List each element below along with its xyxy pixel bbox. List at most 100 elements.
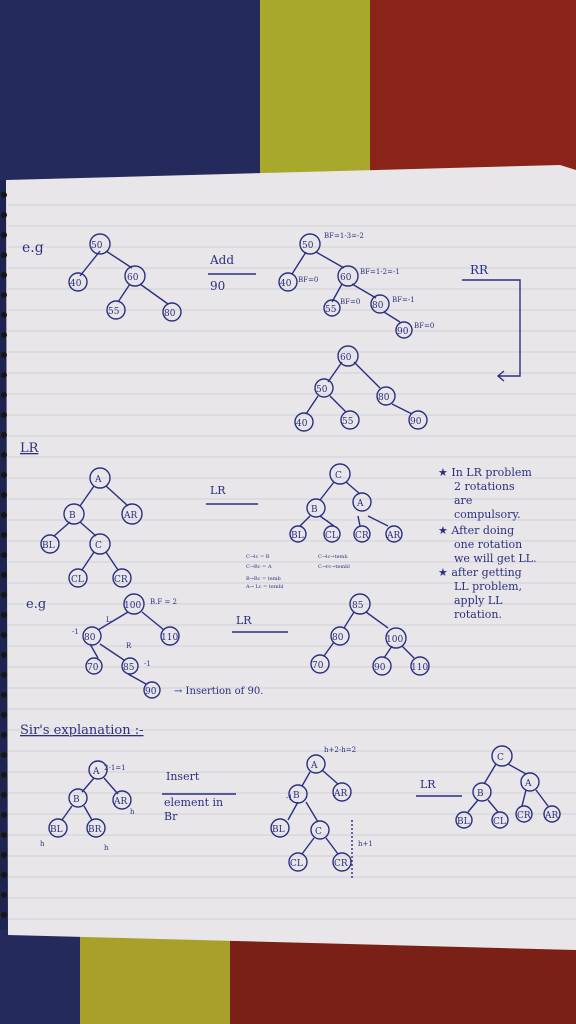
tree2-bf: h+2-h=2	[324, 746, 356, 754]
sirs-tree3: C B A BL CL CR AR	[455, 745, 561, 829]
h-label-2: h	[104, 844, 109, 852]
ex-node-85: 85	[123, 663, 135, 673]
rr-arrow	[462, 279, 521, 377]
s1-node-b: B	[73, 795, 80, 805]
lr-arrow2-label: LR	[236, 614, 252, 627]
tree-before-nodes: 50 40 60 55 80	[68, 233, 182, 322]
node-80: 80	[164, 309, 176, 319]
svg-text:element in: element in	[164, 796, 223, 809]
node-50b: 50	[302, 241, 314, 251]
node-90c: 90	[410, 417, 422, 427]
lr-node-c: C	[95, 541, 102, 551]
add-value: 90	[210, 279, 225, 293]
sirs-heading: Sir's explanation :-	[20, 723, 144, 738]
svg-text:C→Rc = A: C→Rc = A	[246, 564, 272, 570]
svg-text:C→lc→temb: C→lc→temb	[318, 554, 348, 560]
s2-node-c: C	[315, 827, 322, 837]
ex-label-r: R	[126, 642, 132, 650]
ex2-node-80: 80	[332, 633, 344, 643]
lr-example-after: 85 80 100 70 90 110	[310, 593, 430, 676]
node-90: 90	[397, 327, 409, 337]
s2-node-b: B	[293, 791, 300, 801]
s2-node-ar: AR	[333, 789, 347, 799]
insert-note: Insert element in Br	[164, 770, 223, 823]
node-55b: 55	[325, 305, 337, 315]
tree-rr-result-nodes: 60 50 80 40 55 90	[294, 345, 428, 432]
ex-bf-root: B.F = 2	[150, 598, 177, 606]
lr-generic-after: C B A BL CL CR AR	[289, 463, 403, 543]
svg-text:C→rc→tembl: C→rc→tembl	[318, 564, 350, 570]
svg-text:B→Rc = temb: B→Rc = temb	[246, 576, 281, 582]
lr-node-a: A	[94, 475, 102, 485]
svg-text:★ In LR problem: ★ In LR problem	[438, 466, 532, 479]
svg-text:Br: Br	[164, 810, 178, 823]
s2-node-a: A	[310, 761, 318, 771]
node-50: 50	[91, 241, 103, 251]
lr2-node-b: B	[311, 505, 318, 515]
eg-label-2: e.g	[26, 597, 46, 612]
ex-node-110: 110	[161, 633, 178, 643]
svg-text:★ after getting: ★ after getting	[438, 566, 522, 579]
svg-text:apply LL: apply LL	[454, 594, 503, 607]
ex-node-100: 100	[124, 601, 141, 611]
node-40: 40	[70, 279, 82, 289]
node-60b: 60	[340, 273, 352, 283]
ex-bf-85: -1	[144, 660, 151, 668]
node-80c: 80	[378, 393, 390, 403]
insertion-note: → Insertion of 90.	[174, 686, 263, 697]
lr-small-notes: C→lc = B C→Rc = A B→Rc = temb A→ Lc = te…	[245, 554, 350, 590]
node-40c: 40	[296, 419, 308, 429]
lr2-node-cr: CR	[355, 531, 369, 541]
lr2-node-c: C	[335, 471, 342, 481]
lr-node-ar: AR	[123, 511, 137, 521]
s2-node-bl: BL	[272, 825, 285, 835]
node-55: 55	[108, 307, 120, 317]
svg-text:2 rotations: 2 rotations	[454, 480, 515, 493]
ex2-node-85: 85	[352, 601, 364, 611]
s3-node-cl: CL	[493, 817, 506, 827]
eg-label-1: e.g	[22, 240, 44, 256]
bf-root: BF=1-3=-2	[324, 232, 364, 240]
sirs-lr-label: LR	[420, 778, 436, 791]
lr-node-bl: BL	[42, 541, 55, 551]
svg-text:★ After doing: ★ After doing	[438, 524, 514, 537]
s2-bf-b: -1	[286, 794, 293, 802]
ex2-node-70: 70	[312, 661, 324, 671]
svg-text:are: are	[454, 494, 472, 507]
ex2-node-100: 100	[386, 635, 403, 645]
svg-text:one rotation: one rotation	[454, 538, 522, 551]
svg-text:LL problem,: LL problem,	[454, 580, 522, 593]
lr-arrow-label: LR	[210, 484, 226, 497]
sirs-bf: 2-1=1	[104, 764, 126, 772]
svg-text:we will get LL.: we will get LL.	[454, 552, 536, 565]
node-80b: 80	[372, 301, 384, 311]
red-fabric-top	[370, 0, 576, 180]
s2-node-cr: CR	[334, 859, 348, 869]
s3-node-cr: CR	[517, 811, 531, 821]
ex-label-l: L	[106, 616, 111, 624]
bf-60: BF=1-2=-1	[360, 268, 400, 276]
h1-label: h+1	[358, 840, 373, 848]
node-40b: 40	[280, 279, 292, 289]
s1-node-bl: BL	[50, 825, 63, 835]
node-60: 60	[127, 273, 139, 283]
lr-star-notes: ★ In LR problem 2 rotations are compulso…	[438, 466, 536, 621]
svg-text:Insert: Insert	[166, 770, 200, 783]
lr-node-b: B	[69, 511, 76, 521]
node-55c: 55	[342, 417, 354, 427]
yellow-fabric-top	[260, 0, 370, 180]
ex-bf-80: -1	[72, 628, 79, 636]
s3-node-ar: AR	[544, 811, 558, 821]
lr-node-cl: CL	[71, 575, 84, 585]
bf-40: BF=0	[298, 276, 318, 284]
s3-node-a: A	[524, 779, 532, 789]
lr2-node-a: A	[356, 499, 364, 509]
add-label: Add	[209, 253, 234, 267]
node-50c: 50	[316, 385, 328, 395]
h-label-1: h	[40, 840, 45, 848]
rr-label: RR	[470, 263, 489, 277]
lr2-node-cl: CL	[325, 531, 338, 541]
sirs-tree2: A B AR BL C CL CR	[270, 754, 352, 872]
ex-node-70: 70	[87, 663, 99, 673]
